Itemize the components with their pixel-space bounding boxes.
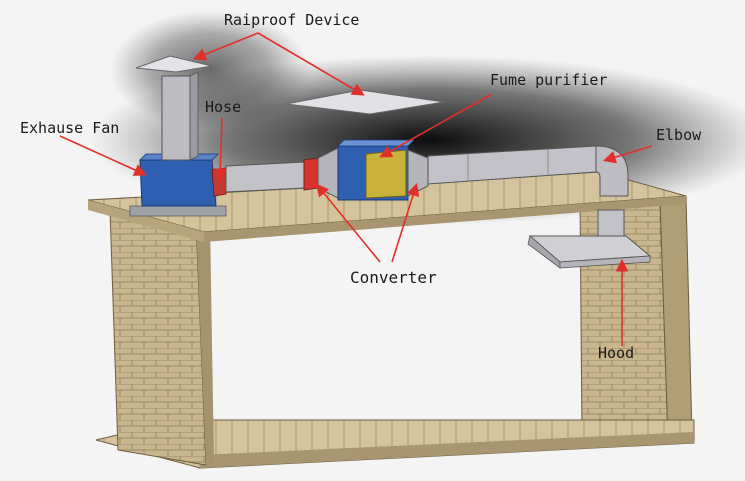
arrow-exhause-fan <box>59 135 147 176</box>
arrow-raiproof-large <box>257 32 365 96</box>
right-brick-wall <box>579 195 693 441</box>
left-brick-wall <box>109 209 214 466</box>
label-exhause-fan: Exhause Fan <box>20 119 119 137</box>
callout-arrows <box>59 32 653 346</box>
exhaust-fan <box>129 71 227 217</box>
hose <box>211 167 227 197</box>
cast-shadow-left <box>110 10 310 130</box>
label-hood: Hood <box>598 344 634 362</box>
rainproof-cap-large <box>285 89 445 115</box>
duct-left <box>225 161 305 193</box>
arrow-hose <box>213 117 227 182</box>
label-elbow: Elbow <box>656 126 702 144</box>
arrow-converter-left <box>315 183 381 263</box>
label-fume-purifier: Fume purifier <box>490 71 607 89</box>
rainproof-cap-small <box>135 55 213 73</box>
arrow-fume-purifier <box>379 93 493 158</box>
arrow-elbow <box>602 145 653 164</box>
converter-red <box>303 157 319 191</box>
label-converter: Converter <box>350 268 437 287</box>
floor-slab <box>95 419 695 469</box>
fume-purifier <box>337 139 415 201</box>
arrow-raiproof-small <box>193 32 259 61</box>
label-hose: Hose <box>205 98 241 116</box>
label-raiproof-device: Raiproof Device <box>224 11 359 29</box>
arrow-converter-right <box>391 182 420 263</box>
